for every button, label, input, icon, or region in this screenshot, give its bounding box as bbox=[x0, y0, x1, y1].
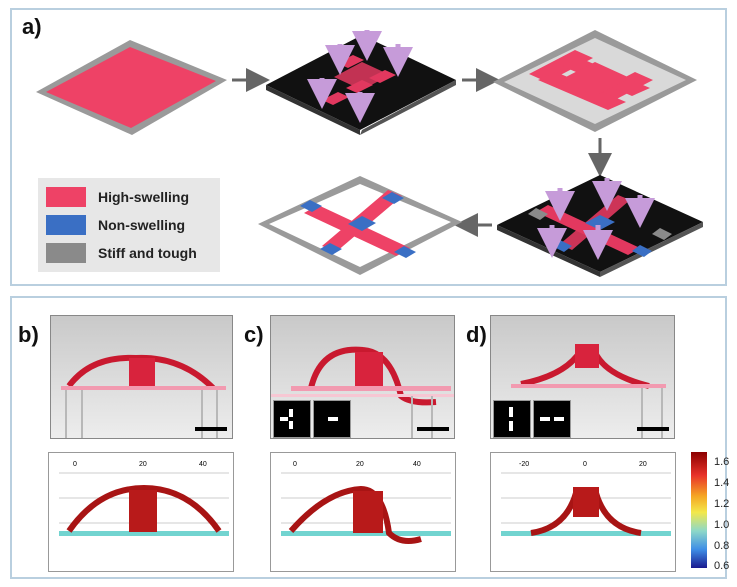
panel-label-d: d) bbox=[466, 322, 487, 347]
sim-b-tick-1: 20 bbox=[139, 461, 147, 468]
legend-item-stiff-tough: Stiff and tough bbox=[46, 242, 197, 264]
step1-pink-sheet bbox=[36, 40, 227, 135]
scale-bar-b bbox=[195, 427, 227, 431]
colorbar-tick-1: 1.4 bbox=[714, 477, 730, 489]
colorbar-tick-5: 0.6 bbox=[714, 560, 730, 572]
legend-label-high-swelling: High-swelling bbox=[98, 189, 189, 205]
scale-bar-d bbox=[637, 427, 669, 431]
panel-label-a: a) bbox=[22, 14, 42, 39]
simulation-b: 0 20 40 bbox=[48, 452, 234, 572]
step2-uv-mask bbox=[266, 30, 456, 135]
sim-c-tick-0: 0 bbox=[293, 461, 297, 468]
sim-c-tick-1: 20 bbox=[356, 461, 364, 468]
sim-d-tick-1: 0 bbox=[583, 461, 587, 468]
panel-label-b: b) bbox=[18, 322, 39, 347]
sim-c-tick-2: 40 bbox=[413, 461, 421, 468]
legend-swatch-non-swelling bbox=[46, 215, 86, 235]
scale-bar-c bbox=[417, 427, 449, 431]
colorbar-tick-2: 1.2 bbox=[714, 498, 730, 510]
legend-label-stiff-tough: Stiff and tough bbox=[98, 245, 197, 261]
sim-b-tick-2: 40 bbox=[199, 461, 207, 468]
colorbar-tick-4: 0.8 bbox=[714, 540, 730, 552]
photo-c bbox=[270, 315, 455, 439]
colorbar bbox=[691, 452, 707, 568]
sim-d-tick-0: -20 bbox=[519, 461, 530, 468]
step3-cross-pattern bbox=[493, 30, 697, 132]
simulation-c: 0 20 40 bbox=[270, 452, 456, 572]
legend-item-high-swelling: High-swelling bbox=[46, 186, 189, 208]
legend-item-non-swelling: Non-swelling bbox=[46, 214, 185, 236]
panel-label-c: c) bbox=[244, 322, 264, 347]
inset-d-pattern-2 bbox=[533, 400, 571, 438]
step5-final-sheet bbox=[258, 176, 462, 275]
colorbar-tick-0: 1.6 bbox=[714, 456, 730, 468]
legend-box: High-swelling Non-swelling Stiff and tou… bbox=[38, 178, 220, 272]
legend-label-non-swelling: Non-swelling bbox=[98, 217, 186, 233]
step4-second-mask bbox=[497, 175, 703, 277]
simulation-d: -20 0 20 bbox=[490, 452, 676, 572]
photo-d bbox=[490, 315, 675, 439]
inset-c-pattern-1 bbox=[273, 400, 311, 438]
sim-b-tick-0: 0 bbox=[73, 461, 77, 468]
inset-d-pattern-1 bbox=[493, 400, 531, 438]
photo-b bbox=[50, 315, 233, 439]
inset-c-pattern-2 bbox=[313, 400, 351, 438]
legend-swatch-high-swelling bbox=[46, 187, 86, 207]
colorbar-tick-3: 1.0 bbox=[714, 519, 730, 531]
sim-d-tick-2: 20 bbox=[639, 461, 647, 468]
legend-swatch-stiff-tough bbox=[46, 243, 86, 263]
